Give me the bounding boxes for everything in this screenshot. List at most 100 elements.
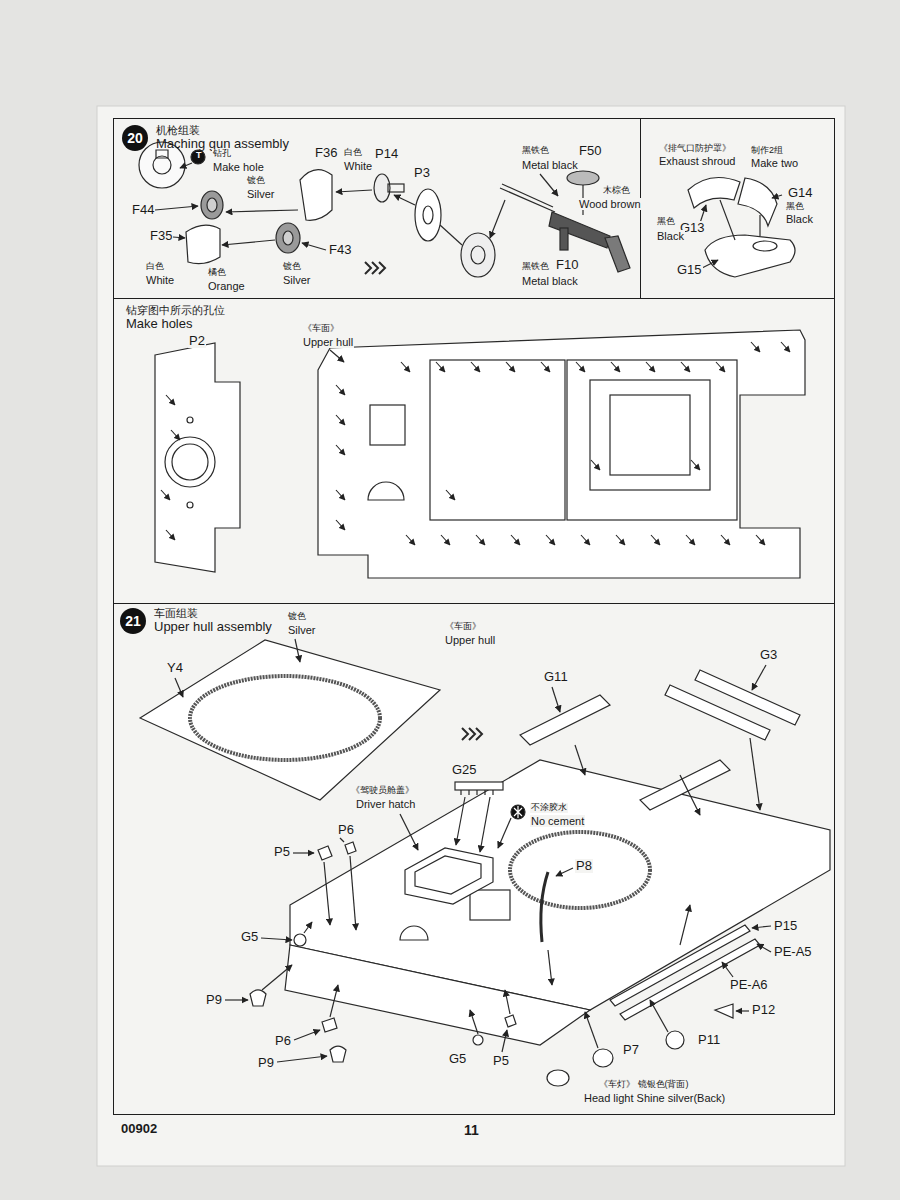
paper-sheet (97, 106, 845, 1166)
panel-heading: 《排气口防护罩》 (659, 143, 731, 153)
hole-arrow (441, 535, 450, 545)
chinese-note: 镀色 (287, 612, 307, 622)
part-number: F36 (314, 146, 338, 160)
upper-hull-illustration (498, 818, 511, 848)
upper-hull-illustration (324, 862, 330, 925)
upper-hull-illustration (415, 856, 481, 894)
panel-heading: Make holes (126, 317, 192, 332)
chinese-note: 《车面》 (444, 622, 482, 632)
part-number: P11 (697, 1033, 721, 1047)
upper-hull-illustration (505, 990, 510, 1014)
label-text: Black (785, 213, 814, 225)
chinese-note: 木棕色 (602, 186, 631, 196)
part-number: PE-A5 (773, 945, 813, 959)
upper-hull-illustration (400, 814, 418, 850)
machine-gun-illustration (567, 171, 599, 185)
hole-arrow (781, 342, 790, 352)
label-text: Orange (207, 280, 246, 292)
exhaust-shroud-illustration (738, 178, 777, 226)
upper-hull-illustration (277, 1056, 327, 1062)
upper-hull-illustration (520, 695, 610, 745)
upper-hull-illustration (695, 670, 800, 725)
machine-gun-illustration (549, 212, 610, 248)
part-number: P5 (273, 845, 291, 859)
hole-arrow (616, 535, 625, 545)
chinese-note: 白色 (343, 148, 363, 158)
chinese-note: 《车灯》 镜银色(背面) (598, 1080, 690, 1090)
upper-hull-illustration (345, 842, 356, 854)
chinese-note: 橘色 (207, 268, 227, 278)
upper-hull-illustration (541, 872, 548, 942)
hole-arrow (546, 535, 555, 545)
machine-gun-illustration (490, 200, 505, 238)
exhaust-shroud-illustration (772, 195, 782, 198)
chinese-note: 不涂胶水 (530, 803, 568, 813)
exhaust-shroud-illustration (702, 260, 718, 268)
exhaust-shroud-illustration (753, 241, 777, 251)
upper-hull-illustration (510, 832, 650, 908)
hole-arrow (581, 535, 590, 545)
upper-hull-illustration (593, 1049, 613, 1067)
machine-gun-illustration (173, 237, 185, 238)
machine-gun-illustration (388, 184, 404, 192)
upper-hull-illustration (556, 868, 573, 876)
hull-plate-outline (155, 343, 240, 572)
part-number: Y4 (166, 661, 184, 675)
label-text: Metal black (521, 159, 579, 171)
machine-gun-illustration (461, 233, 495, 277)
part-number: G14 (787, 186, 814, 200)
upper-hull-illustration (575, 745, 585, 775)
upper-hull-illustration (405, 848, 493, 904)
label-text: Upper hull (444, 634, 496, 646)
upper-hull-illustration (752, 665, 766, 690)
part-number: P5 (492, 1054, 510, 1068)
machine-gun-illustration (423, 206, 433, 224)
hole-arrow (161, 490, 170, 500)
part-number: G3 (759, 648, 778, 662)
upper-hull-illustration (665, 685, 770, 740)
hole-arrow (721, 535, 730, 545)
hole-arrow (541, 362, 550, 372)
hole-arrow (336, 490, 345, 500)
machine-gun-illustration (605, 236, 630, 272)
step-number-text: 21 (125, 613, 141, 629)
part-number: G5 (448, 1052, 467, 1066)
upper-hull-illustration (225, 999, 248, 1000)
upper-hull-illustration (511, 805, 525, 819)
upper-hull-illustration (552, 687, 560, 712)
upper-hull-illustration (610, 925, 750, 1006)
hole-arrow (511, 535, 520, 545)
hole-arrow (166, 395, 175, 405)
step-panel: 21车面组装Upper hull assembly (113, 603, 835, 1115)
upper-hull-illustration (505, 1015, 516, 1027)
machine-gun-illustration (302, 243, 326, 250)
hull-plate-outline (172, 444, 208, 480)
upper-hull-illustration (455, 782, 503, 790)
part-number: P3 (413, 166, 431, 180)
panel-heading: Make two (751, 157, 798, 170)
machine-gun-illustration (180, 163, 192, 168)
part-number: F50 (578, 144, 602, 158)
upper-hull-illustration (666, 1031, 684, 1049)
machine-gun-illustration (156, 150, 168, 158)
chinese-note: 黑色 (785, 202, 805, 212)
chinese-note: 镀色 (246, 176, 266, 186)
label-text: Head light Shine silver(Back) (583, 1092, 726, 1104)
machine-gun-illustration (300, 170, 332, 221)
hull-plate-outline (368, 482, 404, 500)
label-text: Metal black (521, 275, 579, 287)
hole-arrow (336, 415, 345, 425)
step-number: 21 (120, 608, 146, 634)
exhaust-shroud-illustration (705, 235, 795, 277)
chinese-note: 《车面》 (302, 324, 340, 334)
hull-plate-outline (318, 330, 805, 578)
step-number: 20 (122, 125, 148, 151)
hole-arrow (406, 535, 415, 545)
hull-plate-outline (567, 360, 737, 520)
machine-gun-illustration (394, 195, 415, 205)
machine-gun-illustration (155, 206, 198, 210)
upper-hull-illustration (140, 639, 830, 1086)
machine-gun-illustration (283, 231, 293, 245)
machine-gun-illustration (471, 246, 485, 264)
